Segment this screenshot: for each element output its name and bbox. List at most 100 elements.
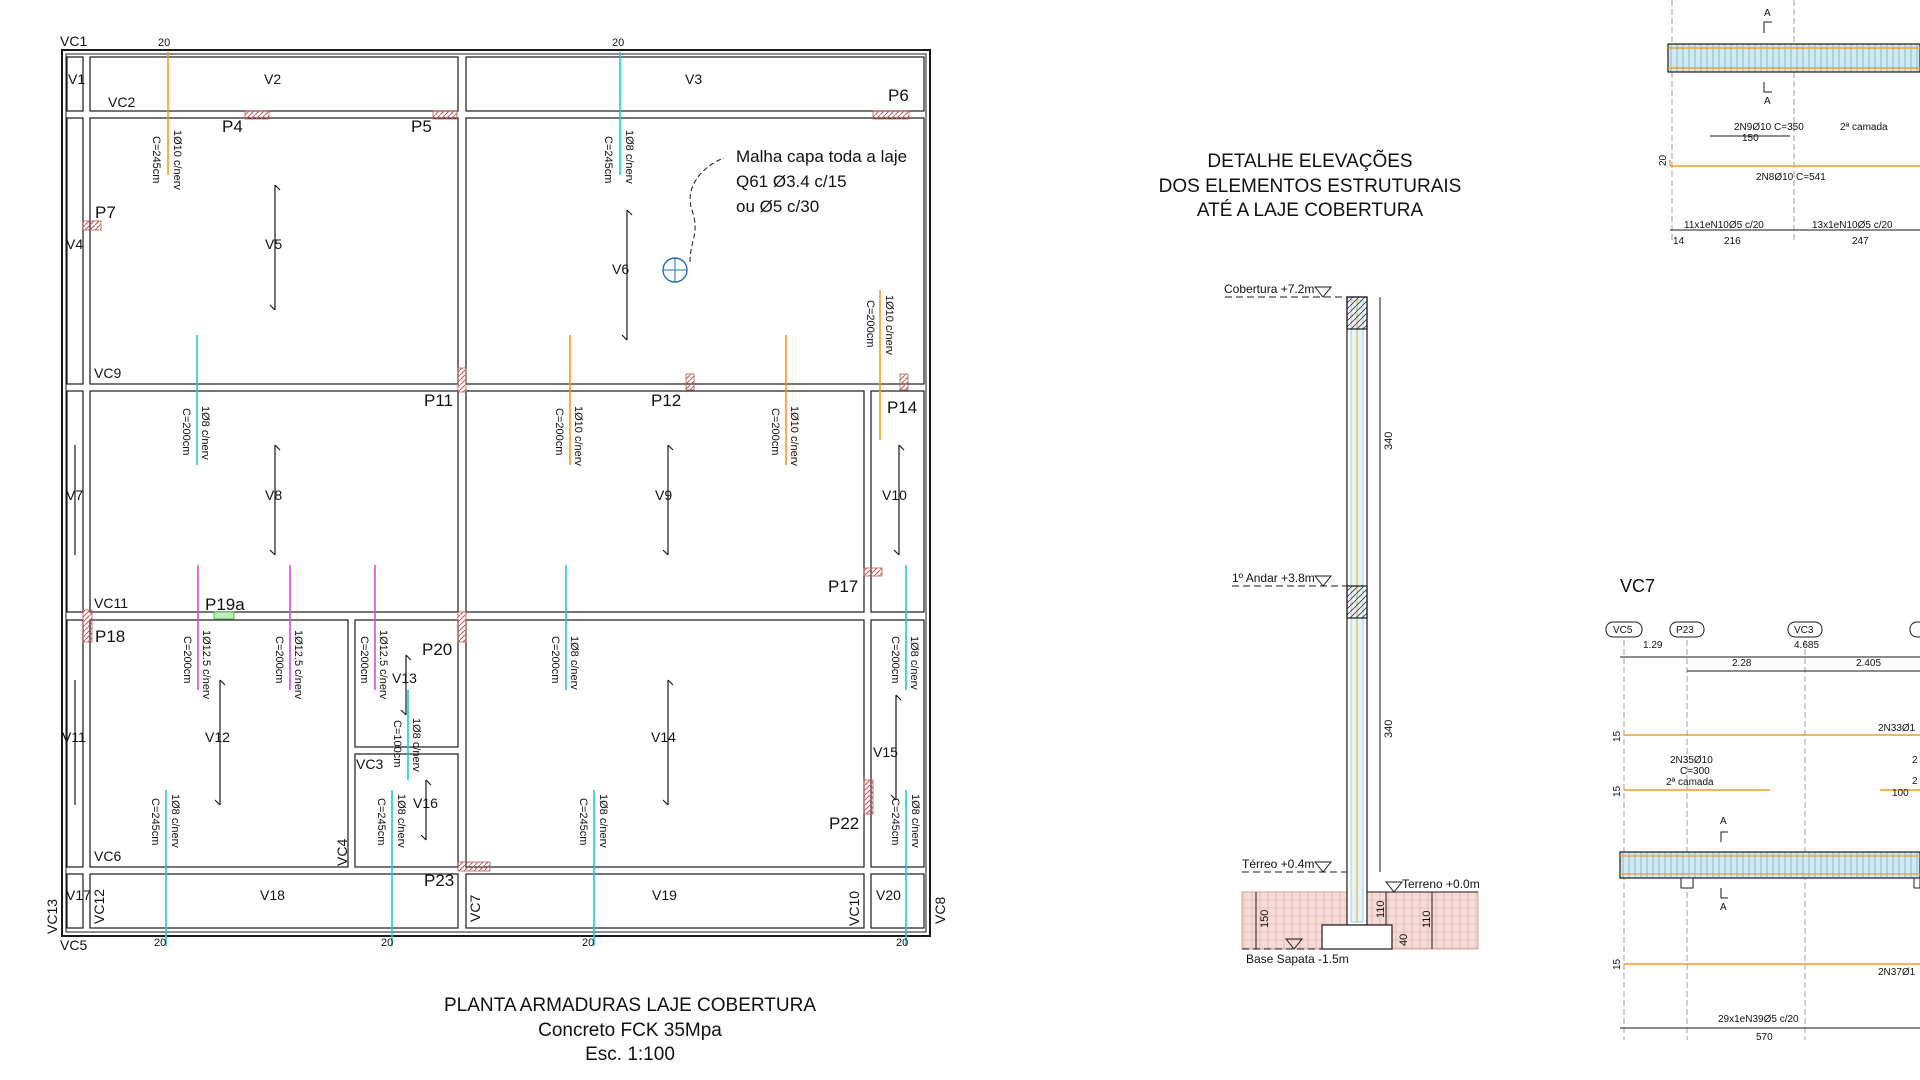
beam-vc11: VC11 — [94, 595, 128, 611]
slab-v8: V8 — [265, 487, 282, 503]
rebar-callout: 1Ø12.5 c/nerv — [200, 630, 212, 700]
partial-label-r1: 2 — [1912, 755, 1918, 766]
rebar-callout: 1Ø8 c/nerv — [410, 718, 422, 772]
mesh-note: Malha capa toda a laje Q61 Ø3.4 c/15 ou … — [662, 147, 907, 283]
dim-340-lower: 340 — [1383, 720, 1395, 738]
slab-v17: V17 — [66, 887, 91, 903]
floor-beam-section — [1346, 585, 1368, 619]
dim-15-top: 15 — [1612, 730, 1623, 742]
dim-228: 2.28 — [1732, 658, 1752, 669]
slab-v20: V20 — [876, 887, 901, 903]
side-dim-20: 20 — [1658, 154, 1669, 166]
bar-top-label: 2N33Ø1 — [1878, 723, 1916, 734]
section-label-top: A — [1764, 8, 1771, 19]
pillar-p22 — [863, 779, 874, 815]
beam-vc6: VC6 — [94, 848, 121, 864]
slab-v3: V3 — [685, 71, 702, 87]
support-vc5-label: VC5 — [1613, 625, 1633, 636]
slab-v10: V10 — [882, 487, 907, 503]
edge-value-label: 20 — [612, 37, 624, 49]
mesh-note-line3: ou Ø5 c/30 — [736, 197, 819, 216]
partial-label-r2: 2 — [1912, 776, 1918, 787]
beam-vc8: VC8 — [932, 897, 948, 924]
dim-570: 570 — [1756, 1032, 1773, 1043]
rebar-length: C=245cm — [150, 136, 162, 183]
vc7-section-top: A — [1720, 816, 1727, 827]
pillar-p19a — [213, 611, 235, 620]
label-p20: P20 — [422, 640, 452, 659]
dim-340-upper: 340 — [1383, 432, 1395, 450]
label-p17: P17 — [828, 577, 858, 596]
label-p12: P12 — [651, 391, 681, 410]
section-mark-top — [1763, 21, 1772, 93]
elevation-title: DETALHE ELEVAÇÕES DOS ELEMENTOS ESTRUTUR… — [1150, 150, 1470, 224]
pillar-p17 — [863, 567, 883, 577]
rebar-callout: 1Ø10 c/nerv — [883, 295, 895, 355]
support-vc3 — [1787, 621, 1823, 638]
label-p4: P4 — [222, 117, 243, 136]
slab-v6: V6 — [612, 261, 629, 277]
edge-value-label: 20 — [158, 37, 170, 49]
slab-panels — [66, 56, 925, 929]
dim-40: 40 — [1398, 934, 1410, 946]
slab-v5: V5 — [265, 236, 282, 252]
rebar-callout: 1Ø12.5 c/nerv — [377, 630, 389, 700]
beam-detail-top: A A 2N9Ø10 C=350 2ª camada 150 2N8Ø10 C=… — [1658, 0, 1920, 247]
dim-100: 100 — [1892, 788, 1909, 799]
slab-v13: V13 — [392, 670, 417, 686]
plan-title-line1: PLANTA ARMADURAS LAJE COBERTURA — [443, 995, 816, 1016]
label-p7: P7 — [95, 203, 116, 222]
support-p23-label: P23 — [1676, 625, 1694, 636]
plan-title-line3: Esc. 1:100 — [585, 1044, 675, 1066]
dim-129: 1.29 — [1643, 640, 1663, 651]
rebar-callout: 1Ø8 c/nerv — [908, 636, 920, 690]
bar-bottom-label: 2N37Ø1 — [1878, 967, 1916, 978]
plan-title: PLANTA ARMADURAS LAJE COBERTURA Concreto… — [400, 994, 860, 1068]
edge-values: 20 20 20 20 20 20 — [154, 37, 908, 949]
beam-vc1: VC1 — [60, 33, 87, 49]
dim-110-a: 110 — [1375, 900, 1387, 918]
beam-vc10: VC10 — [846, 891, 862, 926]
pillar-p23 — [457, 861, 491, 872]
label-p14: P14 — [887, 398, 917, 417]
rebar-length: C=245cm — [602, 136, 614, 183]
beam-vc2: VC2 — [108, 94, 135, 110]
slab-v19: V19 — [652, 887, 677, 903]
dim-216: 216 — [1724, 236, 1741, 247]
pillar-p4 — [244, 110, 270, 120]
vc7-stirrups: 29x1eN39Ø5 c/20 — [1718, 1014, 1799, 1025]
dim-150: 150 — [1259, 910, 1271, 928]
vc7-supports: VC5 P23 VC3 — [1605, 621, 1920, 638]
dim-14: 14 — [1673, 236, 1685, 247]
rebar-length: C=200cm — [553, 408, 565, 455]
slab-v15: V15 — [873, 744, 898, 760]
stirrups-2: 13x1eN10Ø5 c/20 — [1812, 220, 1893, 231]
slab-v4: V4 — [66, 236, 83, 252]
rebar-length: C=200cm — [358, 636, 370, 683]
edge-value-label: 20 — [896, 937, 908, 949]
dim-247: 247 — [1852, 236, 1869, 247]
dim-110-b: 110 — [1421, 910, 1433, 928]
vc7-bar-labels: 2N33Ø1 2N35Ø10 C=300 2ª camada 2 2 100 2… — [1612, 723, 1918, 978]
label-p19a: P19a — [205, 595, 245, 614]
pillar-p7 — [82, 220, 102, 231]
slab-v14: V14 — [651, 729, 676, 745]
label-p6: P6 — [888, 86, 909, 105]
beam-vc13: VC13 — [44, 899, 60, 934]
rebar-callout: 1Ø8 c/nerv — [623, 130, 635, 184]
vc7-title: VC7 — [1620, 576, 1655, 596]
rebar-length: C=200cm — [549, 636, 561, 683]
slab-v18: V18 — [260, 887, 285, 903]
support-vc5 — [1605, 621, 1643, 638]
pillar-p12 — [685, 373, 695, 391]
elevation-dim-labels: 340 340 150 110 110 40 — [1259, 432, 1433, 946]
pillar-p6 — [872, 110, 910, 120]
vc7-dim-labels: 1.29 4.685 2.28 2.405 — [1643, 640, 1881, 669]
level-labels: Cobertura +7.2m 1º Andar +3.8m Térreo +0… — [1224, 282, 1480, 966]
vc7-section-bottom: A — [1720, 902, 1727, 913]
vc7-dimension-chain — [1620, 656, 1920, 672]
bar-2n9-label: 2N9Ø10 C=350 — [1734, 122, 1804, 133]
slab-v11: V11 — [62, 729, 86, 745]
level-terrain: Terreno +0.0m — [1402, 877, 1480, 891]
rebar-length: C=200cm — [889, 636, 901, 683]
